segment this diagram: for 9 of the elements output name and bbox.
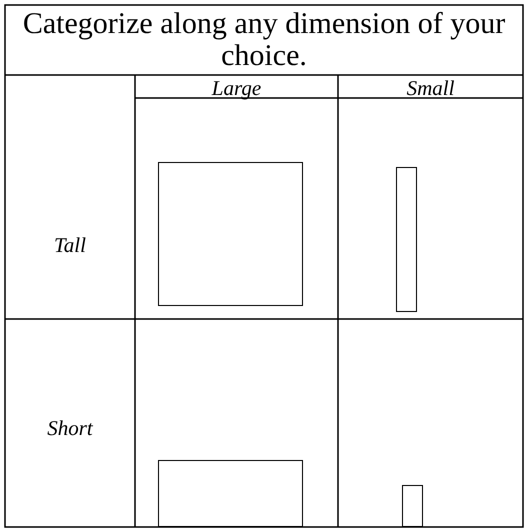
row-header: Short: [46, 416, 94, 441]
column-header: Small: [406, 76, 456, 101]
title: Categorize along any dimension of your choice.: [22, 8, 506, 72]
rectangle-outline: [158, 460, 303, 527]
square-outline: [158, 162, 303, 306]
rectangle-outline: [402, 485, 423, 527]
row-header: Tall: [53, 233, 87, 258]
rectangle-outline: [396, 167, 417, 312]
column-header: Large: [210, 76, 262, 101]
